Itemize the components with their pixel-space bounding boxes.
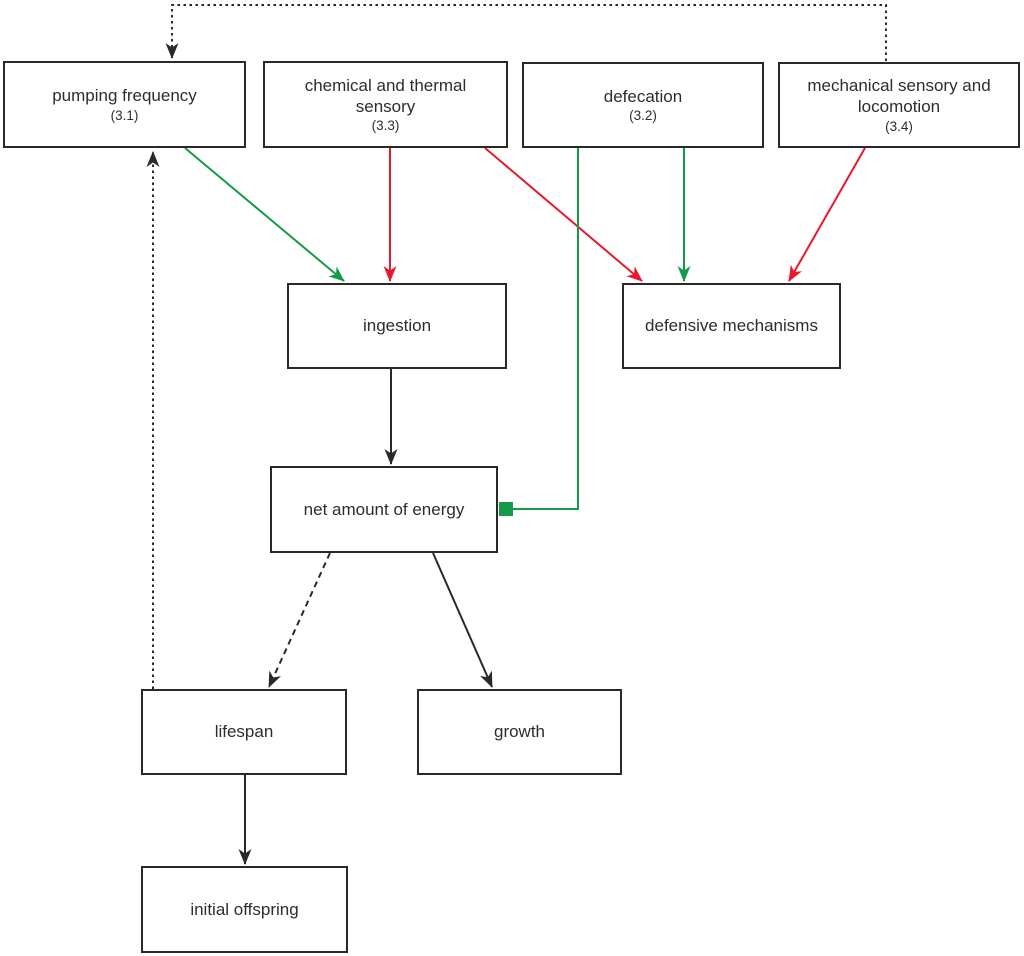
edge-defecation-to-energy (510, 148, 579, 510)
node-label: chemical and thermal sensory (304, 75, 467, 116)
node-defecation: defecation (3.2) (522, 62, 764, 148)
node-label: net amount of energy (303, 499, 465, 519)
node-growth: growth (417, 689, 622, 775)
edge-pumping-to-ingestion (184, 147, 345, 282)
node-label: mechanical sensory and locomotion (807, 76, 991, 117)
node-mechanical-sensory-locomotion: mechanical sensory and locomotion (3.4) (778, 62, 1020, 148)
node-sublabel: (3.4) (885, 118, 913, 134)
node-chemical-thermal-sensory: chemical and thermal sensory (3.3) (263, 61, 508, 148)
node-sublabel: (3.2) (629, 108, 657, 124)
node-ingestion: ingestion (287, 283, 507, 369)
node-label: ingestion (362, 316, 432, 336)
edge-energy-to-growth (432, 552, 493, 688)
node-label: lifespan (214, 722, 274, 742)
node-label: initial offspring (190, 899, 299, 919)
node-sublabel: (3.3) (371, 118, 400, 134)
node-initial-offspring: initial offspring (141, 866, 348, 953)
edge-energy-to-lifespan (268, 552, 331, 688)
node-label: defensive mechanisms (645, 316, 818, 336)
node-sublabel: (3.1) (110, 107, 139, 123)
node-net-amount-of-energy: net amount of energy (270, 466, 498, 553)
node-lifespan: lifespan (141, 689, 347, 775)
node-label: pumping frequency (52, 86, 197, 106)
edge-mechanical-to-defensive (788, 147, 866, 282)
node-pumping-frequency: pumping frequency (3.1) (3, 61, 246, 148)
square-terminator-energy (499, 502, 513, 516)
edge-mechanical-to-pumping (165, 4, 887, 61)
node-label: growth (493, 722, 546, 742)
node-defensive-mechanisms: defensive mechanisms (622, 283, 841, 369)
node-label: defecation (603, 86, 683, 106)
edge-chemical-to-defensive (484, 147, 643, 282)
